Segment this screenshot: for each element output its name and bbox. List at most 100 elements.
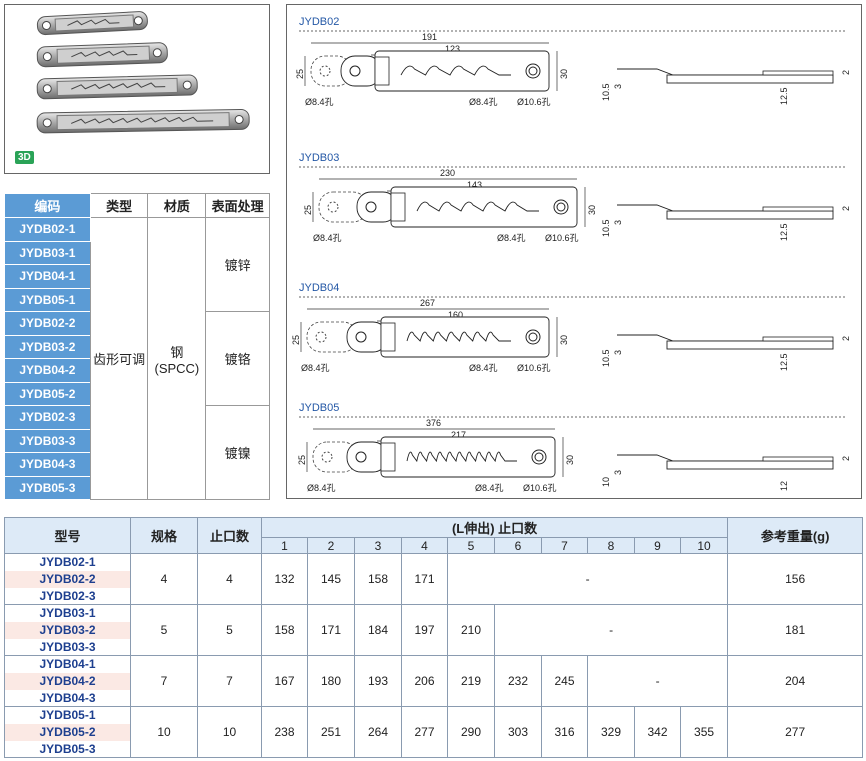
side-view-body xyxy=(666,340,834,350)
header-spec: 规格 xyxy=(130,517,198,554)
arm-hole xyxy=(365,201,377,213)
hole-label-right: Ø10.6孔 xyxy=(517,363,551,373)
extension-cell: 316 xyxy=(541,706,588,758)
header-weight: 参考重量(g) xyxy=(727,517,864,554)
hole-label-middle: Ø8.4孔 xyxy=(469,97,498,107)
spec-row: JYDB02-1 齿形可调 钢 (SPCC) 镀锌 xyxy=(4,217,270,500)
extension-cell: 132 xyxy=(261,553,308,605)
spec-header-row: 编码 类型 材质 表面处理 xyxy=(4,193,270,218)
spec-row: JYDB05-1 xyxy=(4,287,270,312)
spec-row: JYDB03-1 xyxy=(4,240,270,265)
dim-height: 25 xyxy=(295,69,305,79)
hinge-photo xyxy=(36,11,250,134)
dim-total: 191 xyxy=(422,32,437,42)
spec-code: JYDB03-3 xyxy=(4,428,91,453)
extension-cell: 342 xyxy=(634,706,681,758)
slide-end-block xyxy=(380,442,396,472)
header-stops: 止口数 xyxy=(197,517,262,554)
model-cell: JYDB02-3 xyxy=(4,587,131,605)
side-dim-2: 2 xyxy=(841,70,851,75)
side-view-body xyxy=(666,460,834,470)
spec-code: JYDB05-2 xyxy=(4,381,91,406)
spec-row: JYDB03-3 xyxy=(4,428,270,453)
data-subheader-row: 1 2 3 4 5 6 7 8 9 10 xyxy=(5,537,863,554)
arm-hole xyxy=(315,331,327,343)
extension-cell: 206 xyxy=(401,655,448,707)
extended-arm-outline xyxy=(310,55,352,87)
side-dim-2: 2 xyxy=(841,456,851,461)
spec-code: JYDB05-1 xyxy=(4,287,91,312)
spec-code: JYDB02-3 xyxy=(4,405,91,430)
extension-cell: 197 xyxy=(401,604,448,656)
hinge-photo-2 xyxy=(36,42,168,68)
spec-row: JYDB05-2 xyxy=(4,381,270,406)
hole-label-right: Ø10.6孔 xyxy=(523,483,557,493)
arm-hole xyxy=(349,65,361,77)
weight-cell: 156 xyxy=(727,553,864,605)
hinge-photo-4 xyxy=(36,108,250,134)
extension-cell: 277 xyxy=(401,706,448,758)
extension-cell: 251 xyxy=(307,706,355,758)
extension-cell: 193 xyxy=(354,655,402,707)
side-dim-height: 10.5 xyxy=(601,83,611,101)
table-row: JYDB04-2 xyxy=(4,672,863,690)
dim-right-height: 30 xyxy=(559,69,569,79)
3d-badge[interactable]: 3D xyxy=(15,151,34,164)
hole-label-left: Ø8.4孔 xyxy=(305,97,334,107)
side-dim-total: 12.5 xyxy=(779,87,789,105)
drawing-jydb04: JYDB0426716017.511.52530Ø8.4孔Ø8.4孔Ø10.6孔… xyxy=(291,282,851,373)
extension-cell: 171 xyxy=(307,604,355,656)
technical-drawings: JYDB0219112317.511.52530Ø8.4孔Ø8.4孔Ø10.6孔… xyxy=(291,16,851,493)
spec-row: JYDB02-3 镀镍 xyxy=(4,405,270,500)
mount-hole-inner xyxy=(528,332,538,342)
model-cell: JYDB03-3 xyxy=(4,638,131,656)
spec-code: JYDB04-3 xyxy=(4,452,91,477)
dim-inner: 143 xyxy=(467,180,482,190)
stops-cell: 5 xyxy=(197,604,262,656)
extended-arm-outline xyxy=(312,441,358,473)
spec-code: JYDB03-1 xyxy=(4,240,91,265)
dim-total: 267 xyxy=(420,298,435,308)
weight-cell: 277 xyxy=(727,706,864,758)
side-dim-thickness: 3 xyxy=(613,350,623,355)
extension-cell: 290 xyxy=(447,706,495,758)
slide-body xyxy=(380,316,550,358)
extension-cell: 210 xyxy=(447,604,495,656)
mount-hole-large xyxy=(531,449,547,465)
table-row: JYDB05-3 xyxy=(4,740,863,758)
model-cell: JYDB04-2 xyxy=(4,672,131,690)
spec-header-type: 类型 xyxy=(89,193,149,218)
drawing-panel: JYDB0219112317.511.52530Ø8.4孔Ø8.4孔Ø10.6孔… xyxy=(286,4,862,499)
dim-total: 230 xyxy=(440,168,455,178)
dim-inner: 160 xyxy=(448,310,463,320)
side-dim-2: 2 xyxy=(841,336,851,341)
hole-label-right: Ø10.6孔 xyxy=(545,233,579,243)
slide-body xyxy=(380,436,556,478)
header-stop-col: 6 xyxy=(494,537,542,554)
spec-header-finish: 表面处理 xyxy=(205,193,270,218)
spec-code: JYDB02-1 xyxy=(4,217,91,242)
empty-dash-cell: - xyxy=(493,604,729,656)
mount-hole-inner xyxy=(528,66,538,76)
extension-cell: 232 xyxy=(494,655,542,707)
header-stop-col: 8 xyxy=(587,537,635,554)
side-dim-thickness: 3 xyxy=(613,84,623,89)
spec-code: JYDB04-1 xyxy=(4,264,91,289)
model-cell: JYDB03-1 xyxy=(4,604,131,622)
header-stop-col: 9 xyxy=(634,537,681,554)
slide-end-block xyxy=(390,192,406,222)
header-stop-col: 1 xyxy=(261,537,308,554)
dim-height: 25 xyxy=(303,205,313,215)
slide-body xyxy=(374,50,550,92)
spec-header-code: 编码 xyxy=(4,193,91,218)
hole-label-left: Ø8.4孔 xyxy=(313,233,342,243)
model-cell: JYDB03-2 xyxy=(4,621,131,639)
extension-cell: 303 xyxy=(494,706,542,758)
table-row: JYDB03-3 xyxy=(4,638,863,656)
drawing-title: JYDB04 xyxy=(299,282,339,294)
spec-header-material: 材质 xyxy=(147,193,207,218)
stops-cell: 7 xyxy=(197,655,262,707)
